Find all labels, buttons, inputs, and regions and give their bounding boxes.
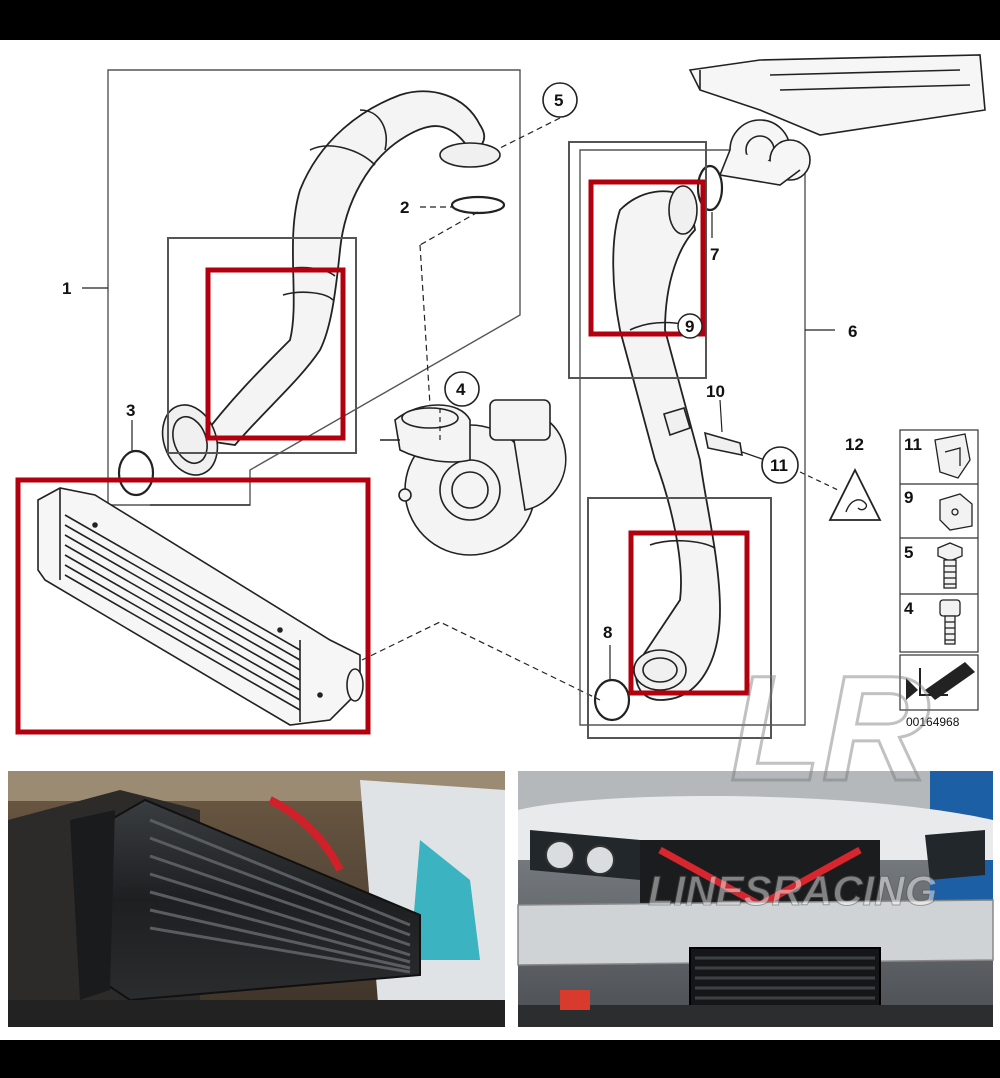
leader-2b (419, 211, 479, 246)
label-5: 5 (554, 91, 563, 110)
seal-ring-7 (696, 164, 724, 212)
leader-11 (741, 451, 766, 461)
highlight-intercooler (15, 477, 371, 735)
seal-ring-3 (117, 449, 155, 497)
legend-num-0: 11 (904, 435, 922, 454)
legend-num-1: 9 (904, 488, 913, 507)
highlight-boxes (15, 179, 750, 735)
seal-ring-8 (593, 678, 631, 722)
label-9: 9 (685, 317, 694, 336)
label-10: 10 (706, 382, 725, 401)
zoom-frames (167, 141, 772, 739)
leader-5 (499, 117, 561, 149)
label-4: 4 (456, 380, 466, 399)
leader-2-to-4 (419, 244, 431, 406)
label-6: 6 (848, 322, 857, 341)
callout-4 (444, 371, 480, 407)
photo-left-intercooler (8, 771, 505, 1027)
pipe-6-top-end (668, 185, 698, 235)
leader-intercooler-8 (361, 621, 601, 701)
label-1: 1 (62, 279, 71, 298)
intercooler-drawing (37, 487, 364, 726)
pipe-ring-b (282, 291, 334, 301)
pipe-ring-d (359, 109, 387, 151)
watermark-text: LINESRACING (648, 867, 937, 914)
label-11: 11 (770, 456, 788, 475)
pipe-6-bottom-inner (642, 657, 678, 683)
photo-right-car-front (517, 771, 994, 1027)
leader-10 (719, 399, 723, 433)
part-code: 00164968 (906, 715, 960, 729)
pipe-ring-c (309, 145, 376, 166)
callout-5 (542, 82, 578, 118)
label-8: 8 (603, 623, 612, 642)
pipe-6-bottom-end (633, 649, 687, 691)
clip-bracket-icon (934, 433, 971, 479)
warning-triangle-12 (828, 467, 882, 521)
sensor-10 (703, 431, 743, 457)
callout-9 (677, 313, 703, 339)
lower-charge-pipe (612, 190, 721, 701)
direction-arrow-icon (899, 654, 979, 711)
grommet (663, 407, 691, 437)
legend-num-2: 5 (904, 543, 913, 562)
turbocharger (380, 399, 567, 556)
socket-bolt-icon (939, 599, 961, 645)
label-2: 2 (400, 198, 409, 217)
highlight-upper-pipe (205, 267, 346, 441)
part-labels: 1 5 2 3 4 7 6 9 10 11 12 8 (62, 82, 864, 642)
engine-intake-drawing (688, 54, 986, 186)
clip-nut-icon (939, 493, 973, 531)
hex-bolt-icon (937, 542, 963, 589)
label-7: 7 (710, 245, 719, 264)
watermark: LR LINESRACING (648, 643, 938, 915)
diagram (37, 54, 986, 726)
fastener-legend: 11 9 5 4 0016 (899, 429, 979, 729)
pipe-flange-top (439, 142, 501, 168)
pipe-6-ring (649, 539, 716, 549)
leader-12 (799, 471, 839, 491)
label-3: 3 (126, 401, 135, 420)
callout-11 (761, 446, 799, 484)
pipe-flange-bottom-inner (172, 415, 208, 465)
watermark-mark: LR (730, 644, 930, 812)
upper-charge-pipe (198, 90, 485, 446)
legend-num-3: 4 (904, 599, 914, 618)
zoom-frame-pipe-6-bottom (587, 497, 772, 739)
zoom-frame-upper-pipe (167, 237, 357, 454)
zoom-frame-pipe-6-top (568, 141, 707, 379)
label-12: 12 (845, 435, 864, 454)
warning-hand-icon (845, 499, 868, 513)
seal-ring-2 (450, 195, 506, 215)
highlight-pipe-6-top (588, 179, 706, 337)
highlight-pipe-6-bottom (628, 530, 750, 696)
